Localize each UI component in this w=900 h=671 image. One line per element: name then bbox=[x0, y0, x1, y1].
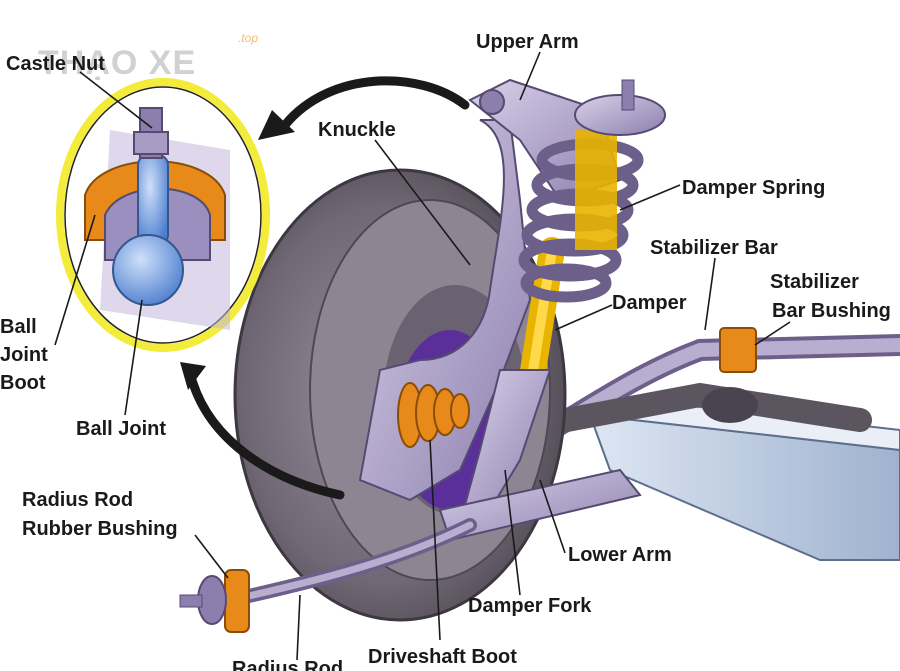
watermark: THẠO XE .top bbox=[38, 31, 258, 82]
spring-top-mount bbox=[574, 79, 666, 136]
labels: Castle Nut Upper Arm Knuckle Damper Spri… bbox=[0, 31, 891, 671]
damper-body bbox=[575, 130, 617, 250]
arrows bbox=[187, 76, 470, 500]
label-stabilizer-bar: Stabilizer Bar bbox=[650, 237, 778, 259]
driveshaft-boot-part bbox=[397, 382, 470, 448]
label-damper-spring: Damper Spring bbox=[682, 177, 825, 199]
label-damper-fork: Damper Fork bbox=[468, 595, 592, 617]
lower-arrow-head bbox=[180, 362, 206, 390]
label-stabilizer-bar-bushing-line1: Stabilizer bbox=[770, 271, 859, 293]
label-castle-nut: Castle Nut bbox=[6, 53, 105, 75]
upper-arrow bbox=[280, 76, 470, 130]
label-radius-rod-rubber-bushing-line2: Rubber Bushing bbox=[22, 518, 178, 540]
label-ball-joint-boot-line2: Joint bbox=[0, 344, 48, 366]
upper-arrow-head bbox=[258, 110, 295, 140]
watermark-text: THẠO XE bbox=[38, 44, 196, 82]
label-ball-joint-boot-line3: Boot bbox=[0, 372, 46, 394]
ball-joint-inset bbox=[56, 78, 270, 352]
ball-joint-part bbox=[112, 234, 184, 306]
stabilizer-bushing-part bbox=[719, 327, 757, 373]
radius-rod-part bbox=[179, 518, 477, 633]
label-ball-joint: Ball Joint bbox=[76, 418, 166, 440]
label-radius-rod-rubber-bushing-line1: Radius Rod bbox=[22, 489, 133, 511]
watermark-suffix: .top bbox=[238, 31, 258, 45]
label-upper-arm: Upper Arm bbox=[476, 31, 579, 53]
label-stabilizer-bar-bushing-line2: Bar Bushing bbox=[772, 300, 891, 322]
label-driveshaft-boot: Driveshaft Boot bbox=[368, 646, 517, 668]
label-lower-arm: Lower Arm bbox=[568, 544, 672, 566]
label-damper: Damper bbox=[612, 292, 687, 314]
label-knuckle: Knuckle bbox=[318, 119, 396, 141]
radius-rod-bushing bbox=[224, 569, 250, 633]
lower-arrow bbox=[187, 375, 345, 500]
leader-lines bbox=[54, 51, 791, 661]
label-radius-rod: Radius Rod bbox=[232, 658, 343, 671]
label-ball-joint-boot-line1: Ball bbox=[0, 316, 37, 338]
